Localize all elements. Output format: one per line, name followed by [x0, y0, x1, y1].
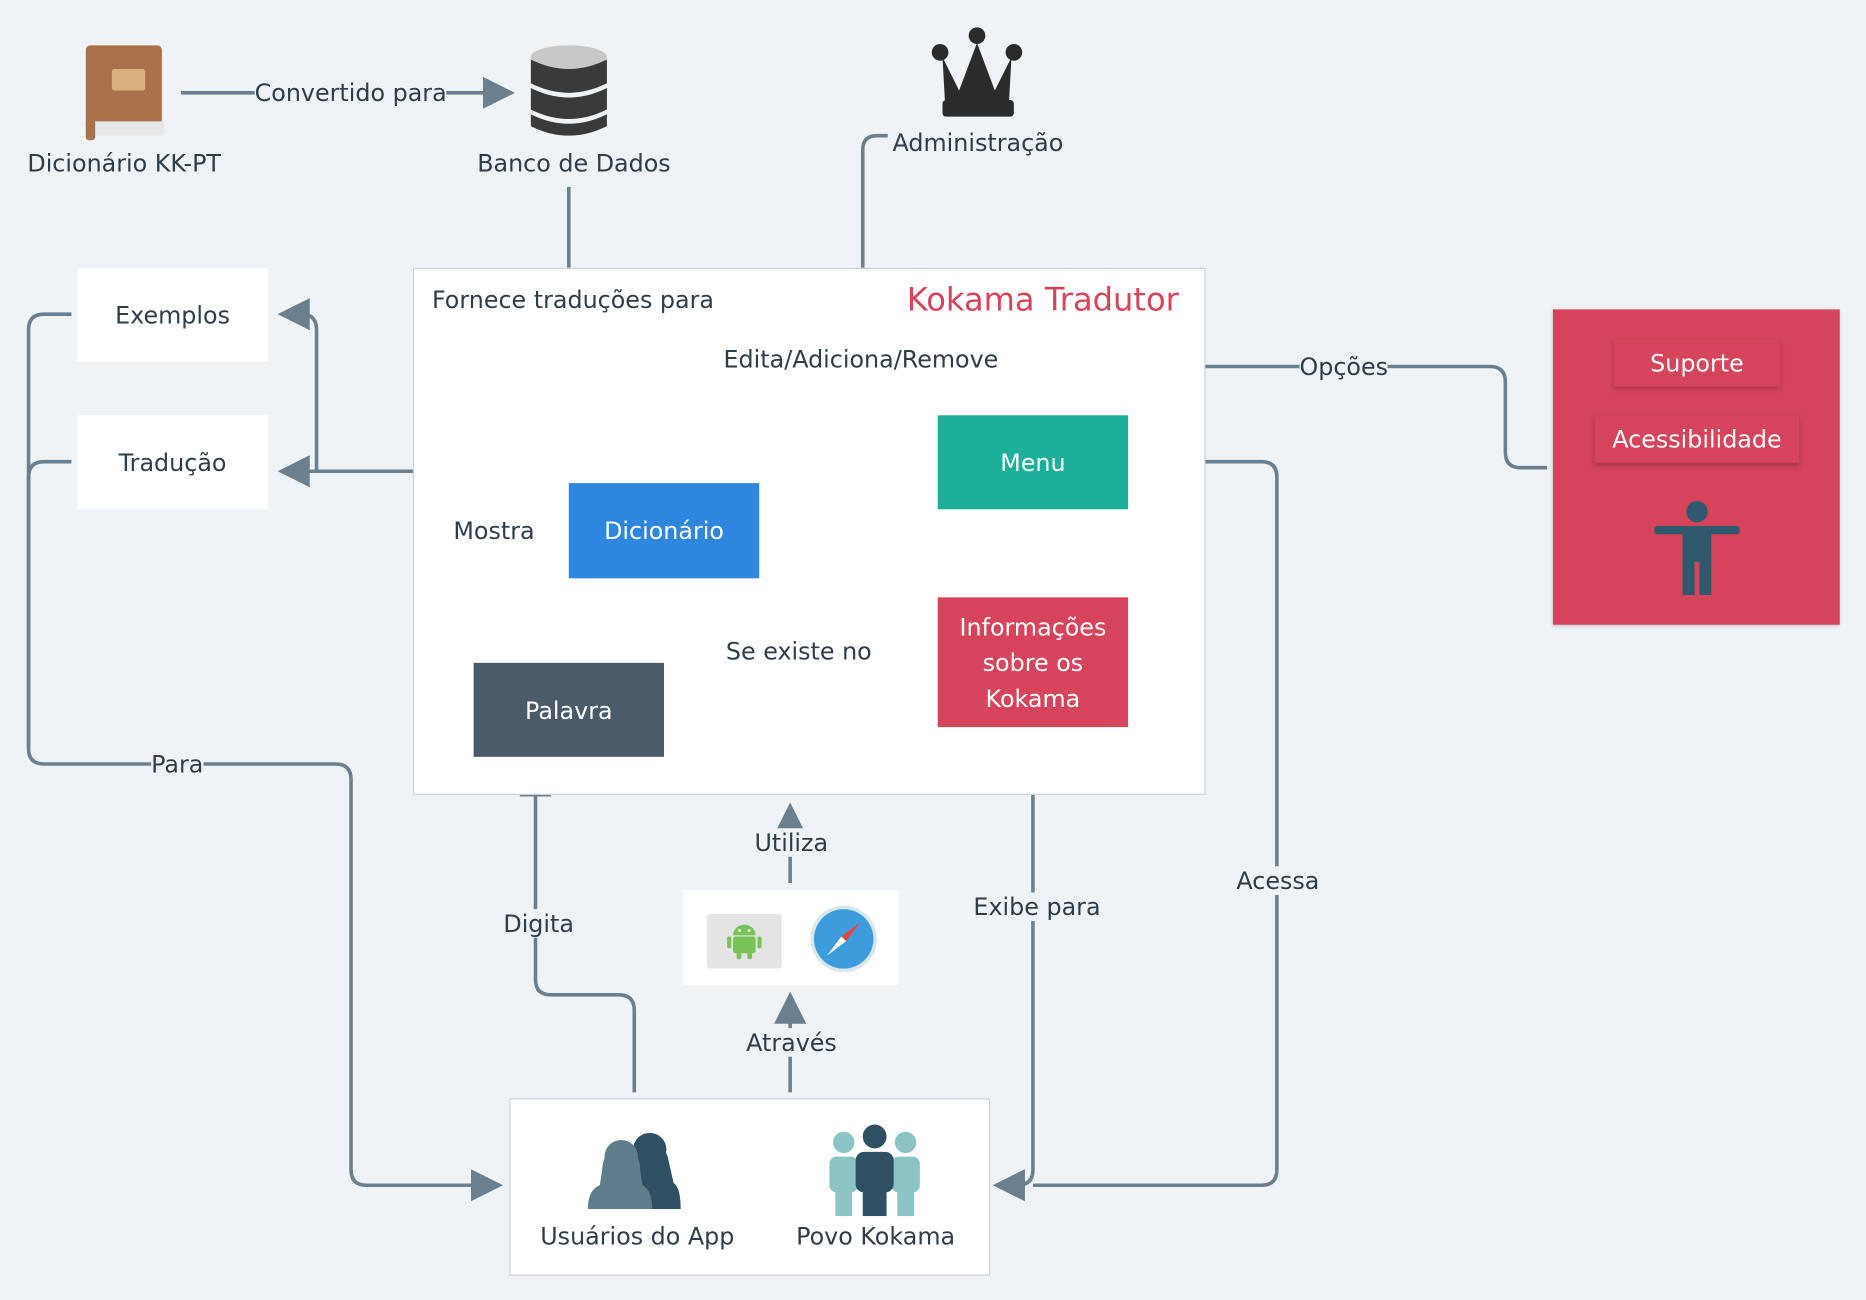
diagram-title: Kokama Tradutor — [906, 282, 1179, 319]
edge-exibe-para — [992, 735, 1035, 1202]
node-traducao: Tradução — [77, 415, 268, 510]
edge-label-atraves: Através — [746, 1028, 837, 1057]
node-exemplos: Exemplos — [77, 267, 268, 362]
node-dicionario: Dicionário — [568, 483, 760, 579]
edge-label-exibe-para: Exibe para — [973, 892, 1101, 922]
node-suporte: Suporte — [1613, 339, 1781, 387]
edge-digita — [519, 764, 637, 1093]
android-icon — [706, 913, 782, 969]
node-menu: Menu — [937, 415, 1129, 510]
edge-label-digita: Digita — [503, 909, 574, 938]
edge-label-utiliza: Utiliza — [754, 828, 829, 857]
edge-label-para: Para — [151, 749, 204, 779]
edge-para-traducao — [26, 459, 72, 749]
node-banco-de-dados: Banco de Dados — [477, 148, 671, 178]
edge-label-opcoes: Opções — [1299, 352, 1389, 381]
node-informacoes: Informações sobre os Kokama — [937, 597, 1129, 728]
database-icon — [530, 45, 608, 140]
edge-label-fornece-traducoes: Fornece traduções para — [431, 285, 714, 315]
node-usuarios-do-app: Usuários do App — [540, 1222, 735, 1251]
edge-label-edita-adiciona-remove: Edita/Adiciona/Remove — [723, 345, 999, 374]
edge-label-mostra: Mostra — [453, 516, 535, 546]
edge-acessa — [1032, 445, 1279, 1188]
edge-mostra-exemplos — [277, 298, 319, 472]
edge-admin-line — [860, 133, 888, 346]
crown-icon — [931, 26, 1024, 119]
book-icon — [85, 45, 165, 141]
node-acessibilidade: Acessibilidade — [1594, 415, 1800, 463]
edge-label-convertido-para: Convertido para — [254, 78, 447, 108]
node-povo-kokama: Povo Kokama — [796, 1222, 956, 1251]
edge-label-acessa: Acessa — [1236, 866, 1320, 895]
safari-compass-icon — [809, 904, 878, 973]
node-dicionario-kk-pt: Dicionário KK-PT — [27, 148, 221, 178]
people-group-icon — [827, 1123, 922, 1217]
node-palavra: Palavra — [473, 662, 665, 757]
node-administracao: Administração — [892, 128, 1064, 158]
accessibility-person-icon — [1654, 500, 1740, 595]
edge-label-se-existe-no: Se existe no — [725, 636, 872, 666]
users-icon — [587, 1128, 683, 1210]
